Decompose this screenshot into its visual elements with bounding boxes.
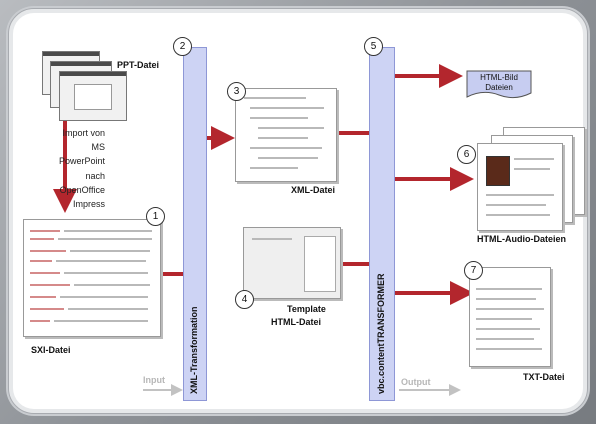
htmlaudio-file-icon xyxy=(477,143,563,231)
step-number-1: 1 xyxy=(146,207,165,226)
input-label: Input xyxy=(143,375,165,385)
import-line: OpenOffice xyxy=(59,184,105,195)
htmlbild-label-line2: Dateien xyxy=(485,83,513,92)
htmlbild-label-line1: HTML-Bild xyxy=(480,73,518,82)
template-label-line1: Template xyxy=(287,304,326,314)
xml-transformation-bar xyxy=(183,47,207,401)
step-number-4: 4 xyxy=(235,290,254,309)
diagram-panel: PPT-Datei Import von MS PowerPoint nach … xyxy=(8,8,588,414)
template-file-icon xyxy=(243,227,341,299)
step-number-2: 2 xyxy=(173,37,192,56)
import-line: Import von xyxy=(62,128,105,138)
sxi-file-label: SXI-Datei xyxy=(31,345,71,355)
step-number-6: 6 xyxy=(457,145,476,164)
import-line: nach xyxy=(85,170,105,181)
htmlaudio-label: HTML-Audio-Dateien xyxy=(477,234,566,244)
step-number-7: 7 xyxy=(464,261,483,280)
xml-file-icon xyxy=(235,88,337,182)
ppt-file-label: PPT-Datei xyxy=(117,60,160,70)
htmlbild-output-shape xyxy=(466,70,532,99)
ppt-file-icon xyxy=(59,71,127,121)
xml-transformation-label: XML-Transformation xyxy=(189,306,199,394)
txt-file-label: TXT-Datei xyxy=(523,372,565,382)
import-line: Impress xyxy=(72,199,105,210)
step-number-5: 5 xyxy=(364,37,383,56)
template-label-line2: HTML-Datei xyxy=(271,317,321,327)
connector-layer xyxy=(53,64,532,396)
import-line: PowerPoint xyxy=(58,156,105,167)
step-number-3: 3 xyxy=(227,82,246,101)
xml-file-label: XML-Datei xyxy=(291,185,336,195)
htmlbild-label: HTML-Bild Dateien xyxy=(467,73,531,93)
import-description: Import von MS PowerPoint nach OpenOffice… xyxy=(37,126,105,211)
vbc-contenttransformer-bar xyxy=(369,47,395,401)
import-line: MS xyxy=(91,142,106,153)
vbc-contenttransformer-label: vbc.contentTRANSFORMER xyxy=(376,273,386,394)
sxi-file-icon xyxy=(23,219,161,337)
output-label: Output xyxy=(401,377,431,387)
txt-file-icon xyxy=(469,267,551,367)
